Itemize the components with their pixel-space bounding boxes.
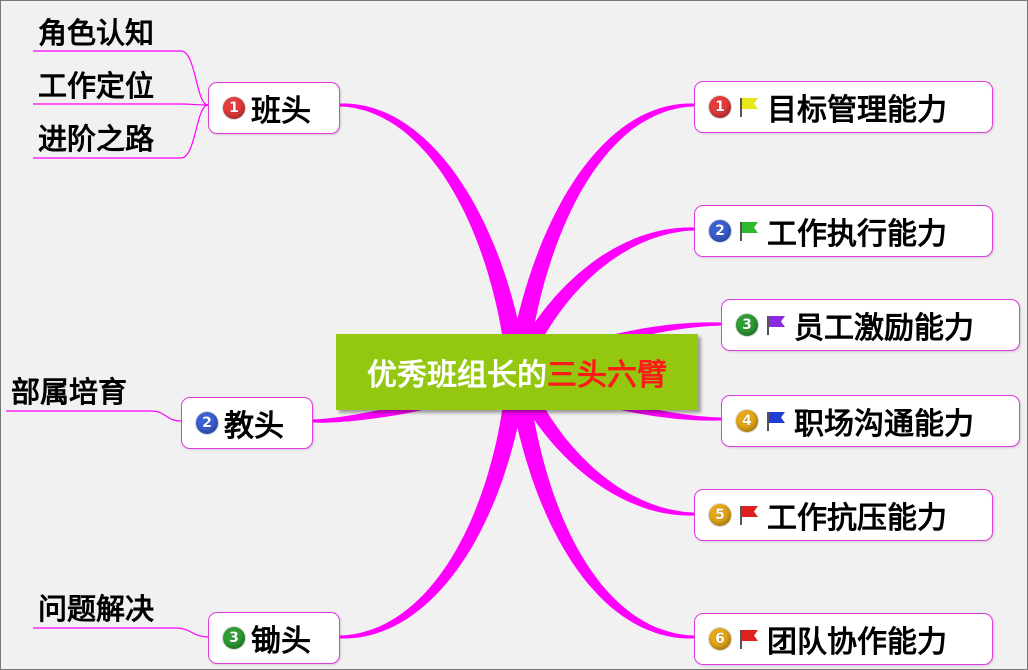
topic-tuandui-xiezuo[interactable]: 6 团队协作能力: [694, 613, 993, 665]
leaf-underline: [175, 627, 209, 638]
priority-3-icon: 3: [223, 627, 245, 649]
topic-label: 锄头: [251, 624, 311, 659]
red-flag-icon: [740, 506, 758, 525]
priority-1-icon: 1: [223, 97, 245, 119]
leaf-underline: [150, 410, 182, 422]
topic-gongzuo-zhixing[interactable]: 2 工作执行能力: [694, 205, 993, 257]
topic-label: 目标管理能力: [767, 93, 947, 128]
topic-ban-tou[interactable]: 1 班头: [208, 82, 340, 134]
green-flag-icon: [740, 222, 758, 241]
topic-label: 职场沟通能力: [794, 407, 974, 442]
topic-jiao-tou[interactable]: 2 教头: [181, 397, 313, 449]
subtopic-gongzuo-dingwei[interactable]: 工作定位: [38, 69, 155, 103]
leaf-underline: [180, 103, 209, 106]
topic-label: 工作执行能力: [767, 217, 947, 252]
priority-1-icon: 1: [709, 96, 731, 118]
topic-chu-tou[interactable]: 3 锄头: [208, 612, 340, 664]
branch-line: [514, 322, 721, 379]
topic-yuangong-jili[interactable]: 3 员工激励能力: [721, 299, 1020, 351]
priority-6-icon: 6: [709, 628, 731, 650]
priority-2-icon: 2: [709, 220, 731, 242]
topic-mubiao-guanli[interactable]: 1 目标管理能力: [694, 81, 993, 133]
topic-label: 教头: [224, 409, 284, 444]
topic-label: 班头: [251, 94, 311, 129]
topic-label: 团队协作能力: [767, 625, 947, 660]
leaf-underline: [180, 104, 209, 159]
subtopic-jinjie-zhilu[interactable]: 进阶之路: [38, 122, 155, 156]
topic-label: 员工激励能力: [794, 311, 974, 346]
subtopic-bushu-peiyu[interactable]: 部属培育: [11, 375, 128, 409]
priority-3-icon: 3: [736, 314, 758, 336]
central-topic-highlight: 三头六臂: [547, 358, 667, 393]
topic-gongzuo-kangya[interactable]: 5 工作抗压能力: [694, 489, 993, 541]
topic-label: 工作抗压能力: [767, 501, 947, 536]
red-flag-icon: [740, 630, 758, 649]
subtopic-wenti-jiejue[interactable]: 问题解决: [38, 592, 155, 626]
central-topic-prefix: 优秀班组长的: [367, 358, 547, 393]
yellow-flag-icon: [740, 98, 758, 117]
leaf-underline: [180, 50, 209, 106]
branch-line: [340, 370, 527, 639]
blue-flag-icon: [767, 412, 785, 431]
branch-line: [340, 103, 527, 374]
priority-4-icon: 4: [736, 410, 758, 432]
subtopic-jiaose-renzhi[interactable]: 角色认知: [38, 16, 155, 50]
priority-5-icon: 5: [709, 504, 731, 526]
central-topic[interactable]: 优秀班组长的三头六臂: [336, 334, 698, 410]
priority-2-icon: 2: [196, 412, 218, 434]
purple-flag-icon: [767, 316, 785, 335]
topic-zhichang-goutong[interactable]: 4 职场沟通能力: [721, 395, 1020, 447]
